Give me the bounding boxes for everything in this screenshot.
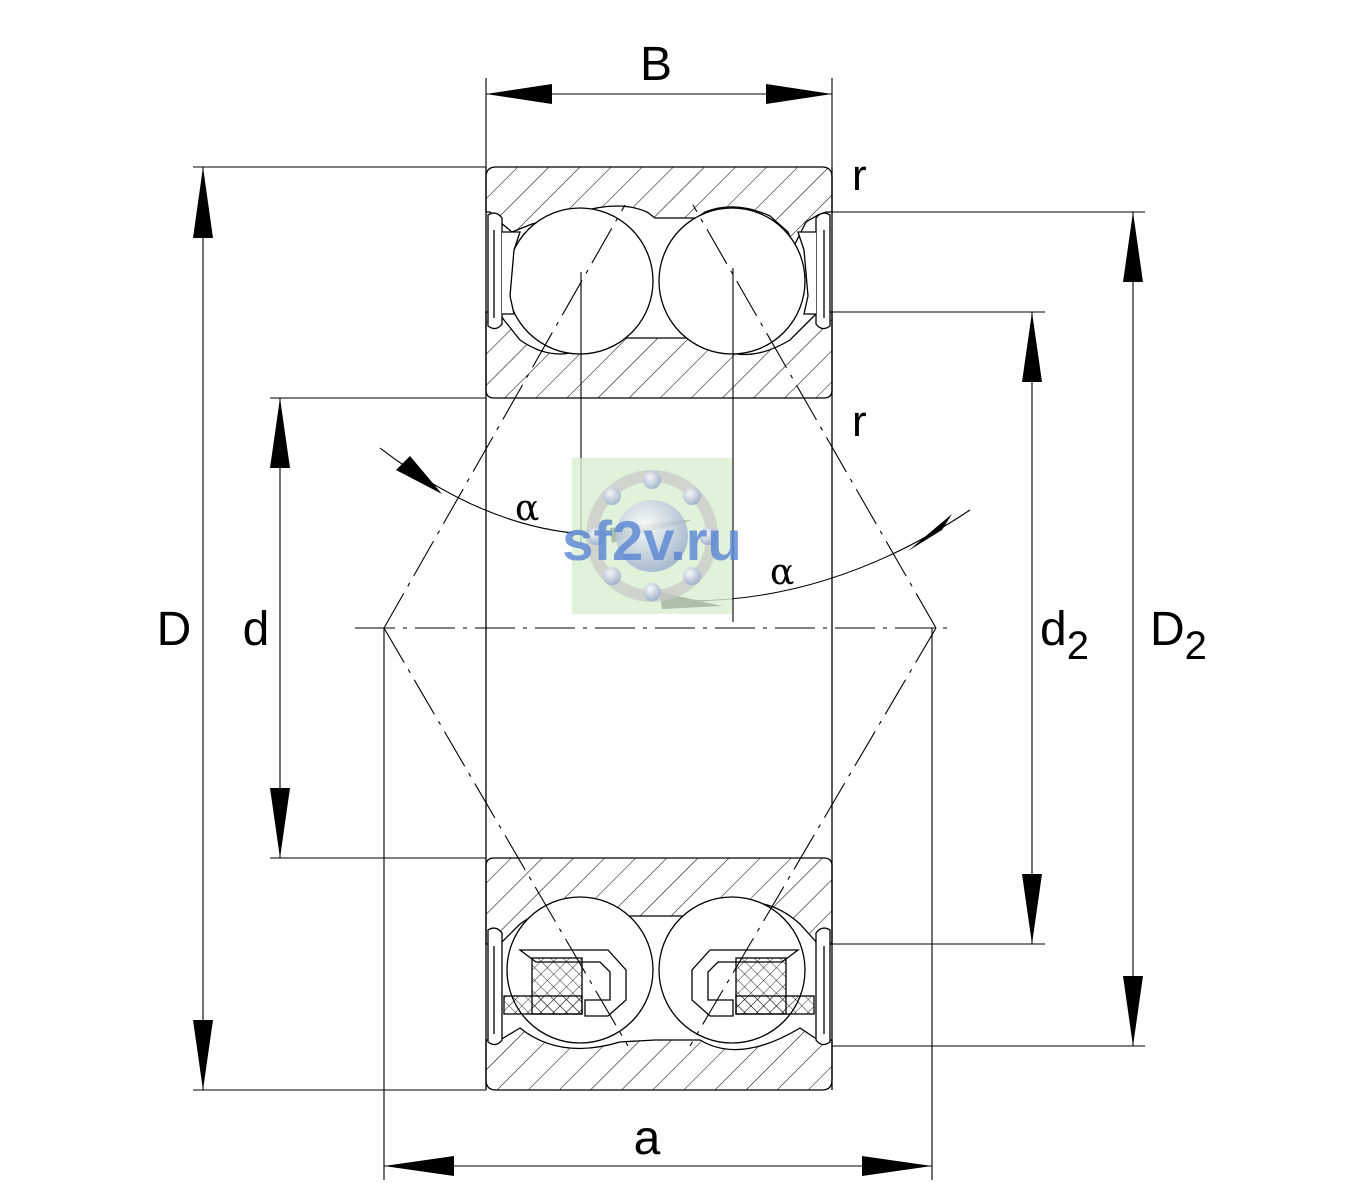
watermark-text: sf2v.ru	[562, 509, 741, 572]
cage-right	[691, 949, 800, 1017]
seal-right-top	[815, 212, 831, 330]
watermark: sf2v.ru	[562, 458, 742, 614]
contact-lines	[355, 204, 955, 1047]
seal-left-bottom	[487, 927, 503, 1046]
label-alpha-left: α	[515, 488, 539, 529]
label-d: d	[243, 603, 270, 656]
label-d2: d2	[1040, 603, 1089, 668]
seal-right-bottom	[815, 927, 831, 1046]
ball-top-right	[658, 207, 806, 355]
label-alpha-right: α	[770, 552, 794, 593]
top-section	[485, 166, 833, 399]
label-r-top: r	[852, 151, 867, 200]
cage-left	[518, 949, 627, 1017]
inner-ring-top	[485, 311, 833, 399]
label-D: D	[157, 603, 192, 656]
labels: B D d d2 D2 a r r α α	[157, 38, 1207, 1165]
seal-left-top	[487, 212, 503, 330]
label-r-mid: r	[852, 397, 867, 446]
label-D2: D2	[1150, 603, 1207, 668]
ball-top-left	[506, 207, 654, 355]
label-B: B	[640, 38, 672, 91]
outer-ring-bottom	[485, 1027, 833, 1091]
label-a: a	[634, 1112, 661, 1165]
bottom-section	[485, 857, 833, 1091]
